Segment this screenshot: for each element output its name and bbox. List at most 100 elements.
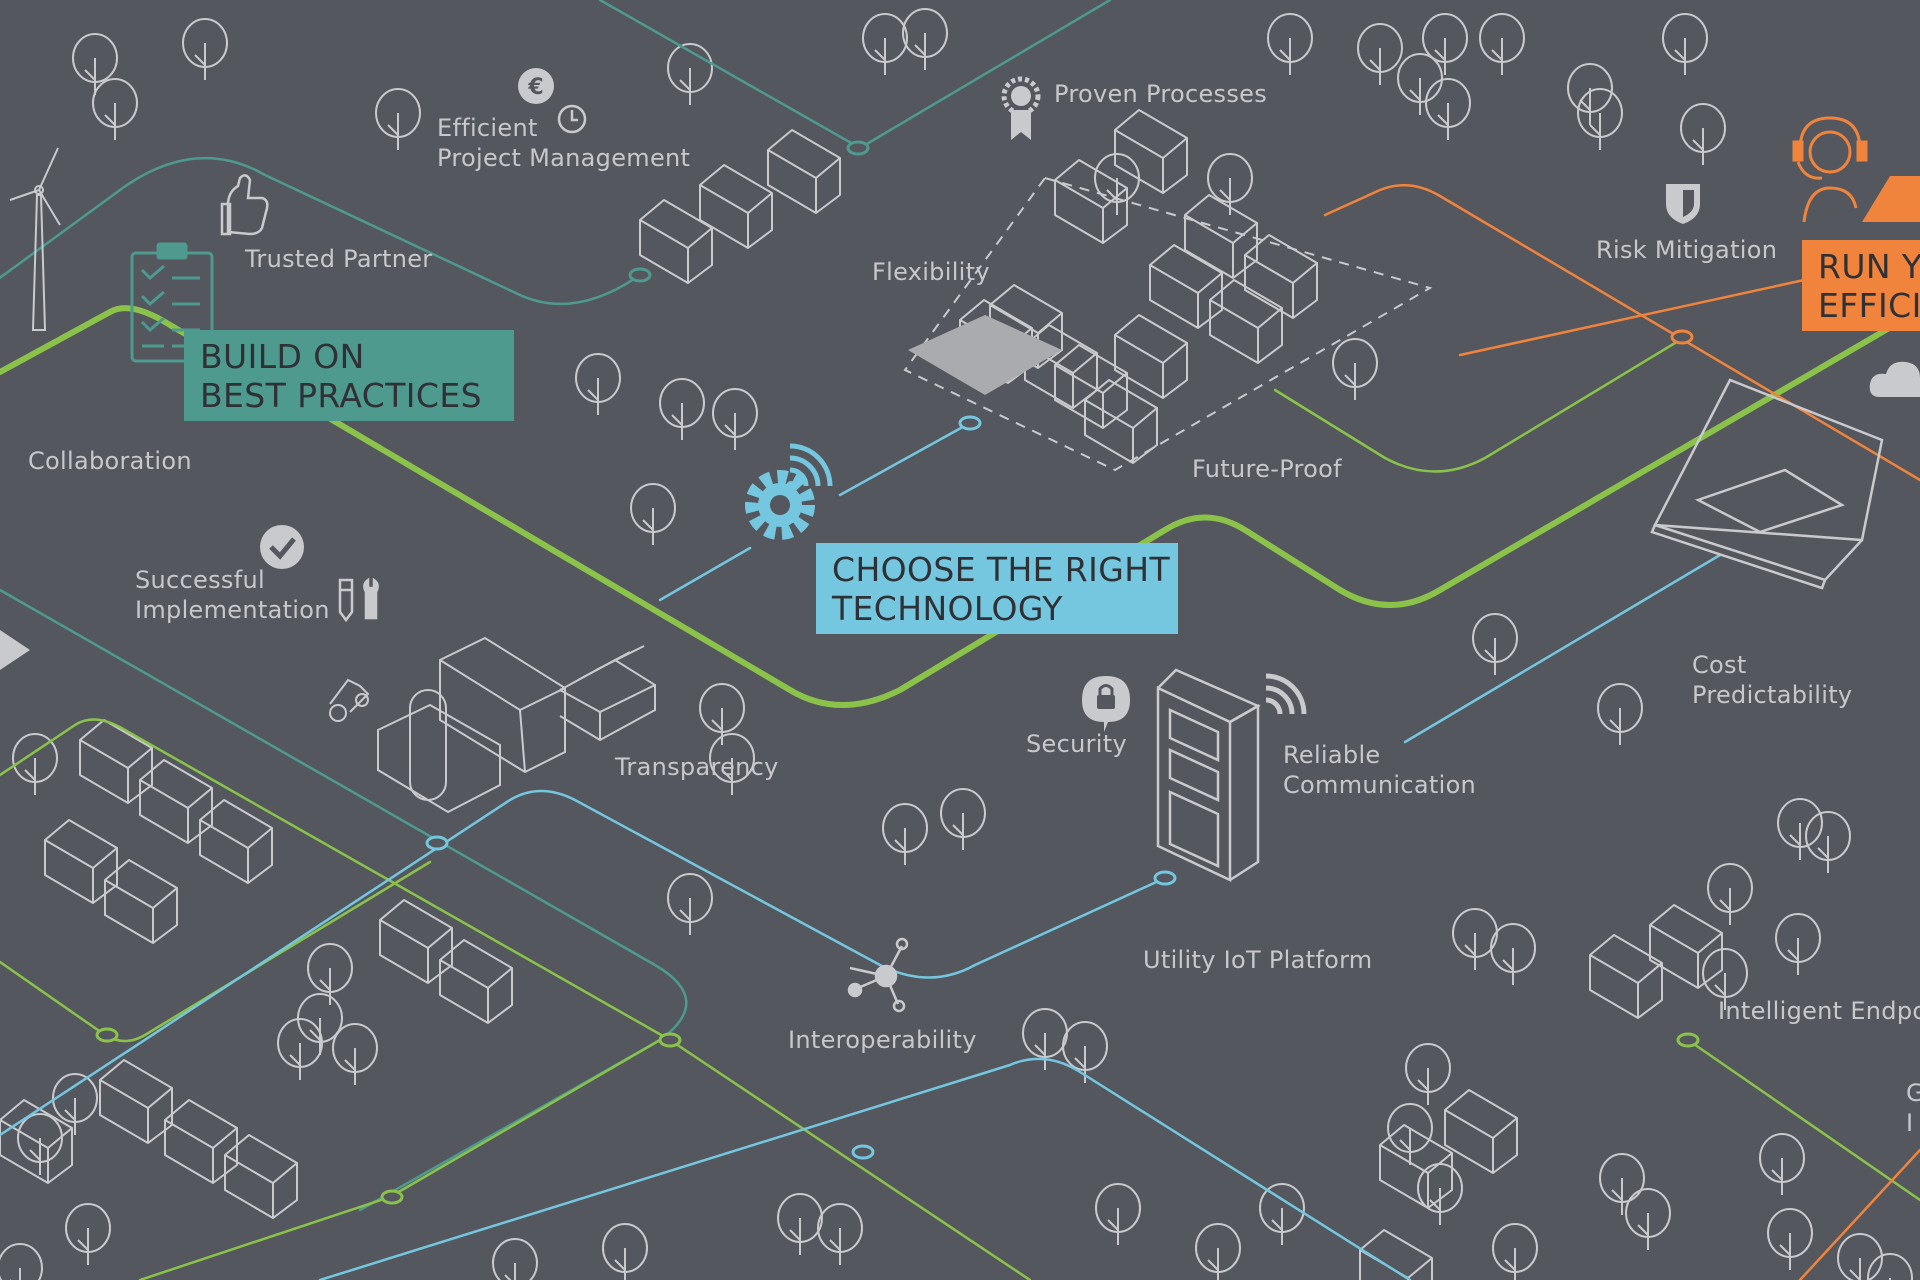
smart-meter-icon — [1156, 668, 1261, 882]
tree-icon — [1267, 13, 1313, 75]
tree-icon — [1492, 1223, 1538, 1280]
tree-icon — [1259, 1183, 1305, 1245]
tree-icon — [65, 1203, 111, 1265]
label-reliable-communication: Reliable Communication — [1283, 740, 1476, 800]
tree-icon — [72, 33, 118, 95]
tree-icon — [1417, 1163, 1463, 1225]
tree-icon — [630, 483, 676, 545]
tree-icon — [602, 1223, 648, 1280]
banner-line: BEST PRACTICES — [200, 376, 482, 415]
label-successful-implementation: Successful Implementation — [135, 565, 330, 625]
route-blue-5 — [318, 1057, 1412, 1280]
svg-text:€: € — [527, 75, 543, 100]
label-collaboration: Collaboration — [28, 447, 192, 475]
route-green-1 — [1273, 338, 1682, 473]
tree-icon — [712, 388, 758, 450]
house-icon — [44, 819, 118, 904]
tree-icon — [1357, 23, 1403, 85]
label-intelligent-endpoints: Intelligent Endpo — [1718, 997, 1920, 1025]
label-utility-iot-platform: Utility IoT Platform — [1143, 946, 1373, 974]
house-icon — [1184, 194, 1258, 279]
tree-icon — [1022, 1008, 1068, 1070]
banner-line: BUILD ON — [200, 337, 365, 376]
tree-icon — [0, 1243, 43, 1280]
tree-icon — [1707, 863, 1753, 925]
wind-turbine-icon — [9, 147, 61, 331]
tree-icon — [375, 88, 421, 150]
label-line: Efficient — [437, 114, 538, 142]
tree-icon — [1479, 13, 1525, 75]
node-green-b — [658, 1032, 682, 1048]
tree-icon — [902, 8, 948, 70]
route-orange-2 — [1458, 268, 1852, 357]
tree-icon — [1195, 1223, 1241, 1280]
tree-icon — [1577, 88, 1623, 150]
house-icon — [767, 129, 841, 214]
label-proven-processes: Proven Processes — [1054, 80, 1267, 108]
tree-icon — [882, 803, 928, 865]
tree-icon — [1425, 78, 1471, 140]
clock-icon — [557, 104, 587, 134]
house-icon — [379, 899, 453, 984]
houses-layer — [0, 109, 1723, 1280]
trees-layer — [0, 8, 1913, 1280]
node-blue-left — [425, 835, 449, 851]
node-green-a — [95, 1027, 119, 1043]
tree-icon — [1095, 1183, 1141, 1245]
route-orange-1 — [1323, 184, 1920, 482]
label-interoperability: Interoperability — [788, 1026, 977, 1054]
label-line: Communication — [1283, 771, 1477, 799]
tree-icon — [1759, 1133, 1805, 1195]
banner-build-on-best-practices: BUILD ON BEST PRACTICES — [184, 330, 514, 421]
label-line: Reliable — [1283, 741, 1381, 769]
label-line: Project Management — [437, 144, 691, 172]
route-orange-3 — [1798, 1148, 1920, 1280]
label-line: Implementation — [135, 596, 330, 624]
tree-icon — [492, 1238, 538, 1280]
house-icon — [104, 859, 178, 944]
house-icon — [1054, 159, 1128, 244]
tractor-icon — [329, 678, 370, 722]
house-icon — [139, 759, 213, 844]
label-flexibility: Flexibility — [872, 258, 990, 286]
tree-icon — [12, 733, 58, 795]
euro-coin-icon: € — [518, 68, 554, 104]
label-transparency: Transparency — [615, 753, 779, 781]
tree-icon — [1452, 908, 1498, 970]
tree-icon — [1422, 13, 1468, 75]
label-cost-predictability: Cost Predictability — [1692, 650, 1852, 710]
tree-icon — [667, 43, 713, 105]
label-efficient-project-management: Efficient Project Management — [437, 113, 690, 173]
farm-buildings — [377, 636, 656, 814]
label-line: Successful — [135, 566, 265, 594]
tree-icon — [777, 1193, 823, 1255]
route-green-5 — [1686, 1038, 1920, 1202]
tree-icon — [1702, 948, 1748, 1010]
shield-icon — [1666, 184, 1700, 224]
tree-icon — [1490, 923, 1536, 985]
tree-icon — [1387, 1103, 1433, 1165]
house-icon — [1114, 314, 1188, 399]
label-trusted-partner: Trusted Partner — [245, 245, 433, 273]
laptop-icon — [1650, 378, 1884, 590]
banner-line: RUN Y — [1818, 247, 1920, 286]
node-orange — [1670, 329, 1694, 345]
route-blue-1 — [658, 546, 752, 602]
tools-icon — [338, 577, 379, 623]
tree-icon — [297, 993, 343, 1055]
house-icon — [1589, 934, 1663, 1019]
tree-icon — [307, 943, 353, 1005]
node-teal-top — [846, 140, 870, 156]
house-icon — [1649, 904, 1723, 989]
banner-run-efficiently: RUN Y EFFICI — [1802, 240, 1920, 331]
house-icon — [199, 799, 273, 884]
tree-icon — [1767, 1208, 1813, 1270]
banner-line: CHOOSE THE RIGHT — [832, 550, 1171, 589]
house-icon — [164, 1099, 238, 1184]
thumbs-up-icon — [220, 174, 269, 236]
headset-agent-icon — [1792, 116, 1920, 223]
tree-icon — [699, 683, 745, 745]
cloud-icon — [1869, 361, 1920, 397]
